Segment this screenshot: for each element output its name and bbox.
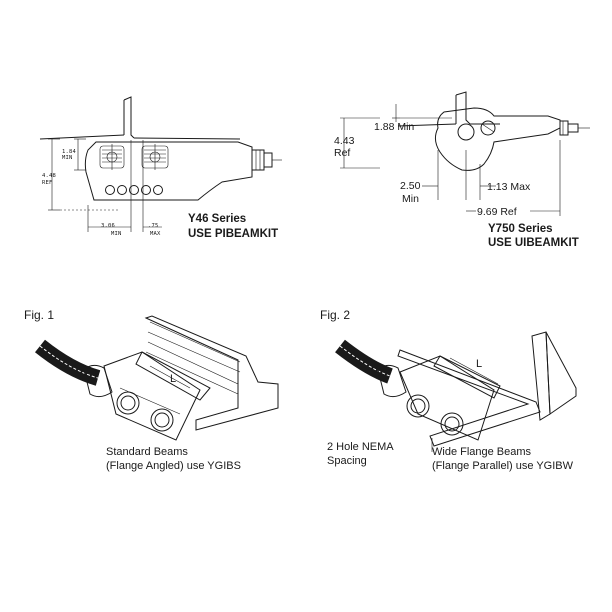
- dim-113-label: 1.13 Max: [487, 181, 531, 193]
- fig1-length-label: L: [170, 373, 177, 385]
- y750-side-view: [340, 91, 590, 216]
- dim-969-label: 9.69 Ref: [477, 206, 517, 218]
- dim-443-sub-label: Ref: [334, 147, 351, 159]
- dim-306-label: 3.06: [101, 223, 116, 229]
- fig2-caption-line1: Wide Flange Beams: [432, 446, 532, 458]
- dim-306-sub-label: MIN: [111, 231, 122, 237]
- fig2-nema-line1: 2 Hole NEMA: [327, 441, 394, 453]
- dim-75-sub-label: MAX: [150, 231, 161, 237]
- y46-side-view: [39, 96, 282, 232]
- y750-series-label: Y750 Series: [488, 223, 553, 235]
- y46-series-label: Y46 Series: [188, 213, 247, 225]
- dim-188-label: 1.88 Min: [374, 121, 415, 133]
- dim-250-sub-label: Min: [402, 193, 419, 205]
- fig2-length-label: L: [476, 358, 483, 370]
- fig2-caption-line2: (Flange Parallel) use YGIBW: [432, 460, 574, 472]
- dim-448-label: 4.48: [42, 173, 57, 179]
- fig1-illustration: [35, 315, 279, 441]
- dim-184-label: 1.84: [62, 149, 77, 155]
- dim-443-label: 4.43: [334, 135, 355, 147]
- y46-kit-label: USE PIBEAMKIT: [188, 228, 279, 240]
- y750-kit-label: USE UIBEAMKIT: [488, 237, 579, 249]
- dim-250-label: 2.50: [400, 180, 421, 192]
- dim-184-sub-label: MIN: [62, 155, 73, 161]
- fig2-title: Fig. 2: [320, 308, 351, 322]
- fig1-caption-line2: (Flange Angled) use YGIBS: [106, 460, 241, 472]
- dim-75-label: .75: [148, 223, 159, 229]
- fig2-illustration: [335, 331, 577, 452]
- dim-448-sub-label: REF: [42, 180, 53, 186]
- fig1-caption-line1: Standard Beams: [106, 446, 188, 458]
- fig1-title: Fig. 1: [24, 308, 55, 322]
- fig2-nema-line2: Spacing: [327, 455, 367, 467]
